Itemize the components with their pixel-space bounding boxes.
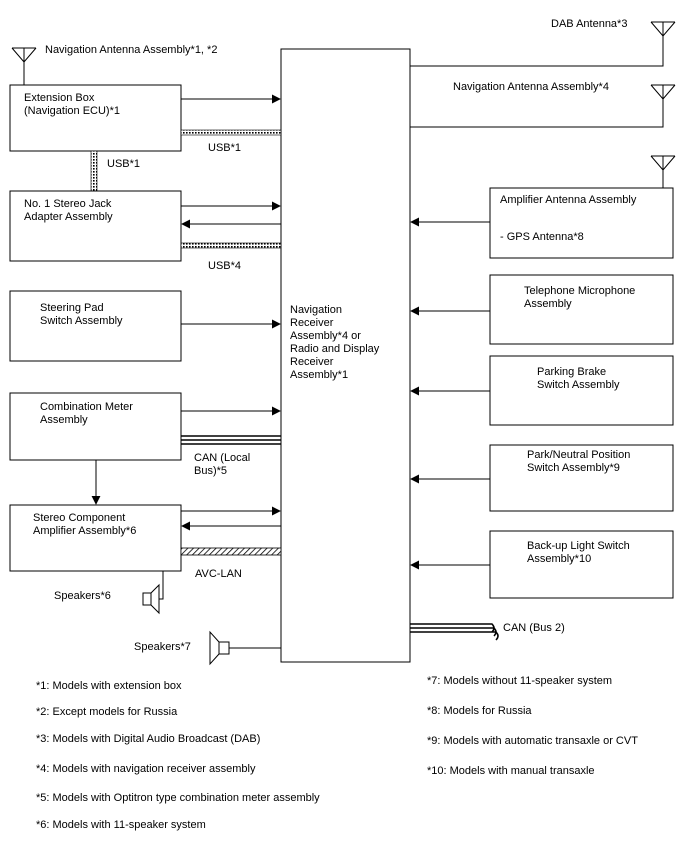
center-line-2: Receiver: [290, 317, 334, 329]
note-1: *1: Models with extension box: [36, 680, 182, 692]
stereo-jack-line-2: Adapter Assembly: [24, 211, 113, 223]
stereo-amplifier-box: [9, 504, 182, 572]
steering-pad-line-1: Steering Pad: [40, 302, 104, 314]
backup-light-line-1: Back-up Light Switch: [527, 540, 630, 552]
note-2: *2: Except models for Russia: [36, 706, 178, 718]
speakers6-label: Speakers*6: [54, 590, 111, 602]
usb1-vertical-cable: [90, 150, 98, 192]
avc-lan-label: AVC-LAN: [195, 568, 242, 580]
navigation-receiver-box: [280, 48, 411, 663]
speaker7-icon: [209, 630, 281, 666]
backup-light-line-2: Assembly*10: [527, 553, 591, 565]
amplifier-antenna-box: [489, 187, 674, 259]
note-7: *7: Models without 11-speaker system: [427, 675, 612, 687]
stereo-amplifier-line-2: Amplifier Assembly*6: [33, 525, 136, 537]
note-10: *10: Models with manual transaxle: [427, 765, 595, 777]
parking-brake-line-2: Switch Assembly: [537, 379, 620, 391]
backup-light-box: [489, 530, 674, 599]
navigation-antenna-left-label: Navigation Antenna Assembly*1, *2: [45, 44, 217, 56]
stereo-amplifier-line-1: Stereo Component: [33, 512, 125, 524]
center-line-5: Receiver: [290, 356, 334, 368]
navigation-antenna-right-label: Navigation Antenna Assembly*4: [453, 81, 609, 93]
amplifier-antenna-line-1: Amplifier Antenna Assembly: [500, 194, 637, 206]
extension-box-line-2: (Navigation ECU)*1: [24, 105, 120, 117]
steering-pad-line-2: Switch Assembly: [40, 315, 123, 327]
note-4: *4: Models with navigation receiver asse…: [36, 763, 256, 775]
telephone-mic-line-1: Telephone Microphone: [524, 285, 635, 297]
avc-lan-cable: [180, 547, 282, 556]
usb4-cable: [180, 242, 282, 249]
stereo-jack-adapter-box: [9, 190, 182, 262]
telephone-microphone-box: [489, 274, 674, 345]
extension-box: [9, 84, 182, 152]
park-neutral-box: [489, 444, 674, 512]
center-line-3: Assembly*4 or: [290, 330, 361, 342]
extension-box-line-1: Extension Box: [24, 92, 95, 104]
park-neutral-line-1: Park/Neutral Position: [527, 449, 630, 461]
usb1-horizontal-cable: [180, 129, 282, 136]
speakers7-label: Speakers*7: [134, 641, 191, 653]
center-line-6: Assembly*1: [290, 369, 348, 381]
amplifier-antenna-icon: [650, 155, 676, 188]
note-5: *5: Models with Optitron type combinatio…: [36, 792, 320, 804]
usb1-horizontal-label: USB*1: [208, 142, 241, 154]
can-local-label-line-1: CAN (Local: [194, 452, 250, 464]
usb1-vertical-label: USB*1: [107, 158, 140, 170]
park-neutral-line-2: Switch Assembly*9: [527, 462, 620, 474]
note-3: *3: Models with Digital Audio Broadcast …: [36, 733, 260, 745]
combination-meter-box: [9, 392, 182, 461]
navigation-antenna-right-icon: [410, 84, 676, 128]
amplifier-antenna-line-2: - GPS Antenna*8: [500, 231, 584, 243]
stereo-jack-line-1: No. 1 Stereo Jack: [24, 198, 112, 210]
parking-brake-line-1: Parking Brake: [537, 366, 606, 378]
steering-pad-box: [9, 290, 182, 362]
dab-antenna-label: DAB Antenna*3: [551, 18, 627, 30]
navigation-antenna-left-icon: [11, 47, 37, 85]
center-line-4: Radio and Display: [290, 343, 380, 355]
telephone-mic-line-2: Assembly: [524, 298, 572, 310]
can-bus2-label: CAN (Bus 2): [503, 622, 565, 634]
combination-meter-line-2: Assembly: [40, 414, 88, 426]
speaker6-icon: [142, 571, 164, 615]
note-6: *6: Models with 11-speaker system: [36, 819, 206, 831]
dab-antenna-icon: [410, 21, 676, 67]
combination-meter-line-1: Combination Meter: [40, 401, 133, 413]
can-bus2-lines: [410, 623, 499, 641]
can-local-bus-lines: [181, 435, 281, 445]
note-9: *9: Models with automatic transaxle or C…: [427, 735, 638, 747]
center-line-1: Navigation: [290, 304, 342, 316]
usb4-label: USB*4: [208, 260, 241, 272]
note-8: *8: Models for Russia: [427, 705, 532, 717]
parking-brake-box: [489, 355, 674, 426]
can-local-label-line-2: Bus)*5: [194, 465, 227, 477]
